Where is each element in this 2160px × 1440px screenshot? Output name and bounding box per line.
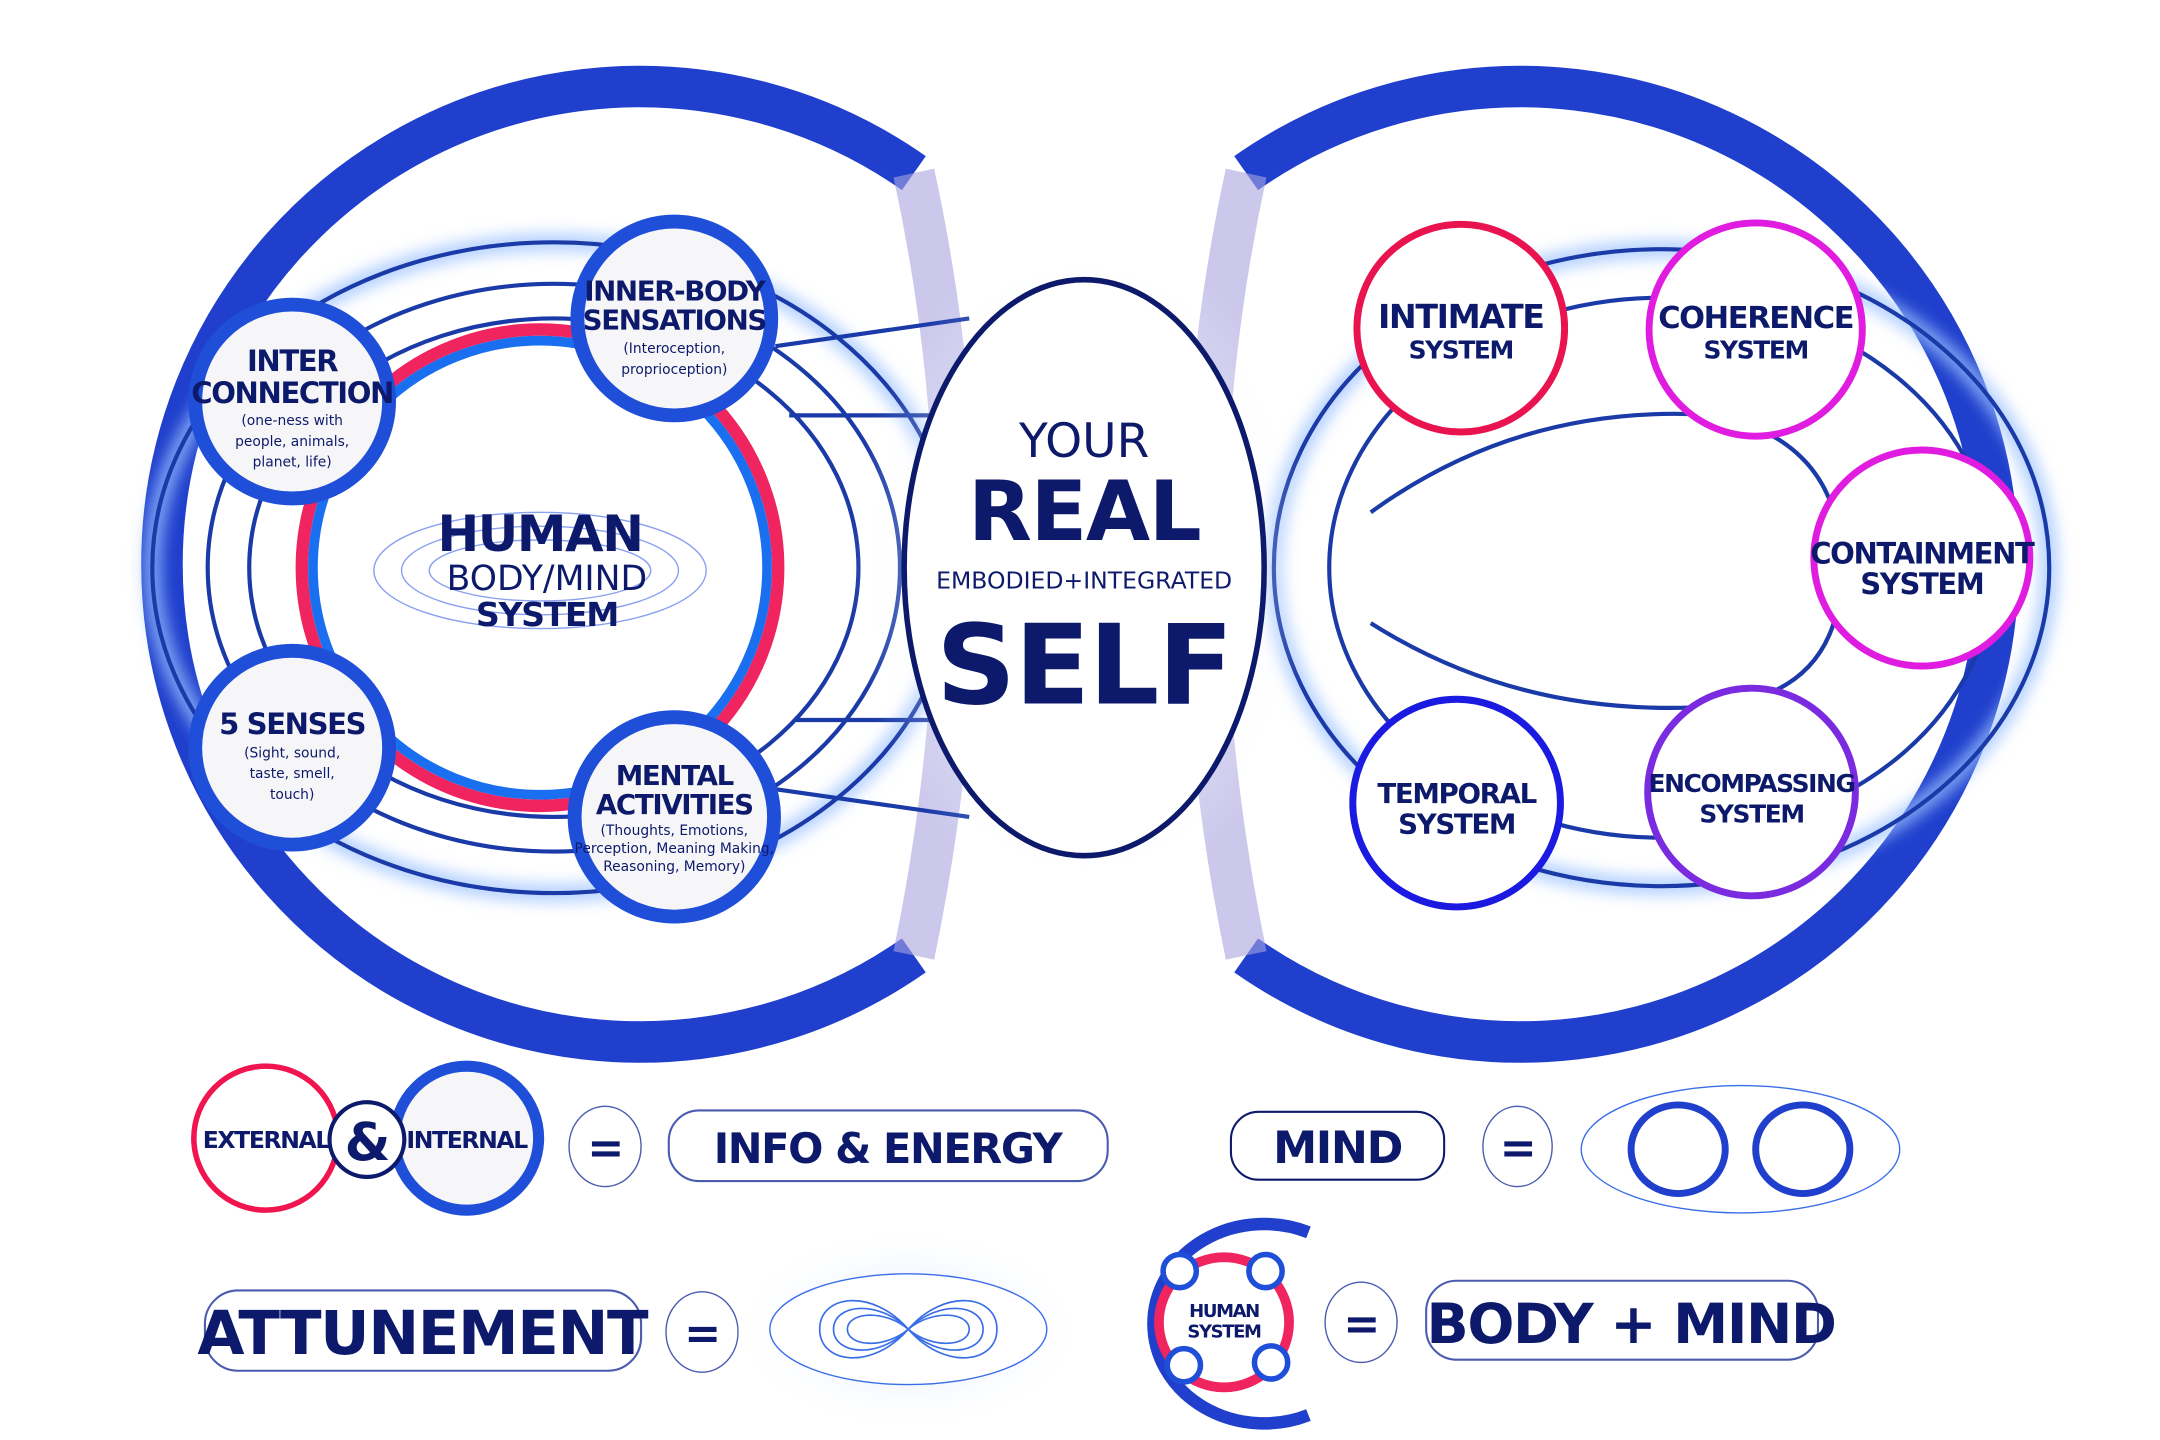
center-embodied: EMBODIED+INTEGRATED (936, 566, 1232, 594)
node-title: SYSTEM (1703, 336, 1807, 365)
center-your: YOUR (1018, 414, 1149, 469)
node-title: 5 SENSES (219, 707, 365, 741)
node-title: SYSTEM (1409, 336, 1513, 365)
legend-attunement: ATTUNEMENT (197, 1298, 649, 1369)
center-self: SELF (936, 601, 1232, 730)
equals-sign: = (587, 1123, 623, 1174)
node-subtitle: proprioception) (621, 362, 727, 378)
node-title: CONTAINMENT (1810, 537, 2035, 571)
field-lines-icon (373, 511, 707, 630)
legend-row-2: ATTUNEMENT = HUMAN SYSTEM = BODY + MIND (197, 1217, 1837, 1434)
node-title: ENCOMPASSING (1649, 769, 1855, 798)
legend-row-1: EXTERNAL INTERNAL & = INFO & ENERGY MIND… (191, 1060, 1901, 1216)
node-title: SYSTEM (1860, 567, 1983, 601)
external-node-coherence: COHERENCE SYSTEM (1645, 219, 1866, 440)
node-title: INTIMATE (1378, 297, 1544, 336)
node-subtitle: (Sight, sound, (244, 745, 340, 761)
infinity-icon (728, 1225, 1089, 1434)
node-subtitle: people, animals, (235, 434, 349, 450)
human-body-mind-system: HUMAN BODY/MIND SYSTEM (295, 323, 785, 813)
equals-sign: = (1343, 1299, 1379, 1350)
human-subtitle: BODY/MIND (447, 559, 648, 599)
external-node-intimate: INTIMATE SYSTEM (1353, 220, 1569, 436)
node-title: SENSATIONS (583, 304, 766, 337)
node-subtitle: Reasoning, Memory) (603, 859, 745, 875)
node-title: TEMPORAL (1377, 777, 1536, 810)
node-title: INTER (247, 344, 338, 378)
node-title: SYSTEM (1699, 799, 1803, 828)
human-system: SYSTEM (476, 595, 618, 634)
internal-node-mental-activities: MENTAL ACTIVITIES (Thoughts, Emotions, P… (567, 710, 781, 924)
node-subtitle: Perception, Meaning Making, (575, 841, 775, 857)
node-subtitle: (Thoughts, Emotions, (601, 823, 749, 839)
node-title: ACTIVITIES (596, 788, 753, 821)
legend-ampersand: & (345, 1112, 390, 1173)
node-title: SYSTEM (1398, 808, 1515, 841)
node-subtitle: planet, life) (253, 455, 332, 471)
human-system-icon: HUMAN SYSTEM (1147, 1217, 1311, 1430)
internal-node-inner-body: INNER-BODY SENSATIONS (Interoception, pr… (570, 214, 779, 423)
mind-rings-icon (1580, 1084, 1901, 1214)
legend-mind: MIND (1273, 1123, 1402, 1174)
legend-body-mind: BODY + MIND (1427, 1293, 1836, 1357)
node-subtitle: touch) (270, 787, 314, 803)
node-subtitle: (Interoception, (623, 341, 725, 357)
legend-external: EXTERNAL (203, 1126, 331, 1154)
external-mind-label: EXTERNAL MIND (2021, 300, 2153, 799)
human-system-label: SYSTEM (1187, 1322, 1261, 1343)
node-subtitle: taste, smell, (250, 766, 335, 782)
internal-node-5-senses: 5 SENSES (Sight, sound, taste, smell, to… (188, 643, 396, 852)
node-title: COHERENCE (1658, 301, 1853, 336)
legend-info-energy: INFO & ENERGY (714, 1124, 1064, 1173)
human-title: HUMAN (437, 505, 642, 563)
node-title: MENTAL (616, 759, 734, 792)
internal-node-interconnection: INTER CONNECTION (one-ness with people, … (188, 297, 396, 506)
external-node-containment: CONTAINMENT SYSTEM (1810, 446, 2036, 670)
node-title: INNER-BODY (584, 274, 767, 307)
node-subtitle: (one-ness with (241, 413, 343, 429)
equals-sign: = (1500, 1123, 1536, 1174)
human-system-label: HUMAN (1189, 1301, 1259, 1322)
external-node-encompassing: ENCOMPASSING SYSTEM (1644, 684, 1859, 900)
real-self-node: YOUR REAL EMBODIED+INTEGRATED SELF (848, 235, 1320, 900)
center-real: REAL (968, 463, 1200, 560)
legend-internal: INTERNAL (406, 1126, 528, 1154)
external-node-temporal: TEMPORAL SYSTEM (1349, 695, 1564, 911)
node-title: CONNECTION (191, 376, 393, 410)
equals-sign: = (684, 1309, 720, 1360)
